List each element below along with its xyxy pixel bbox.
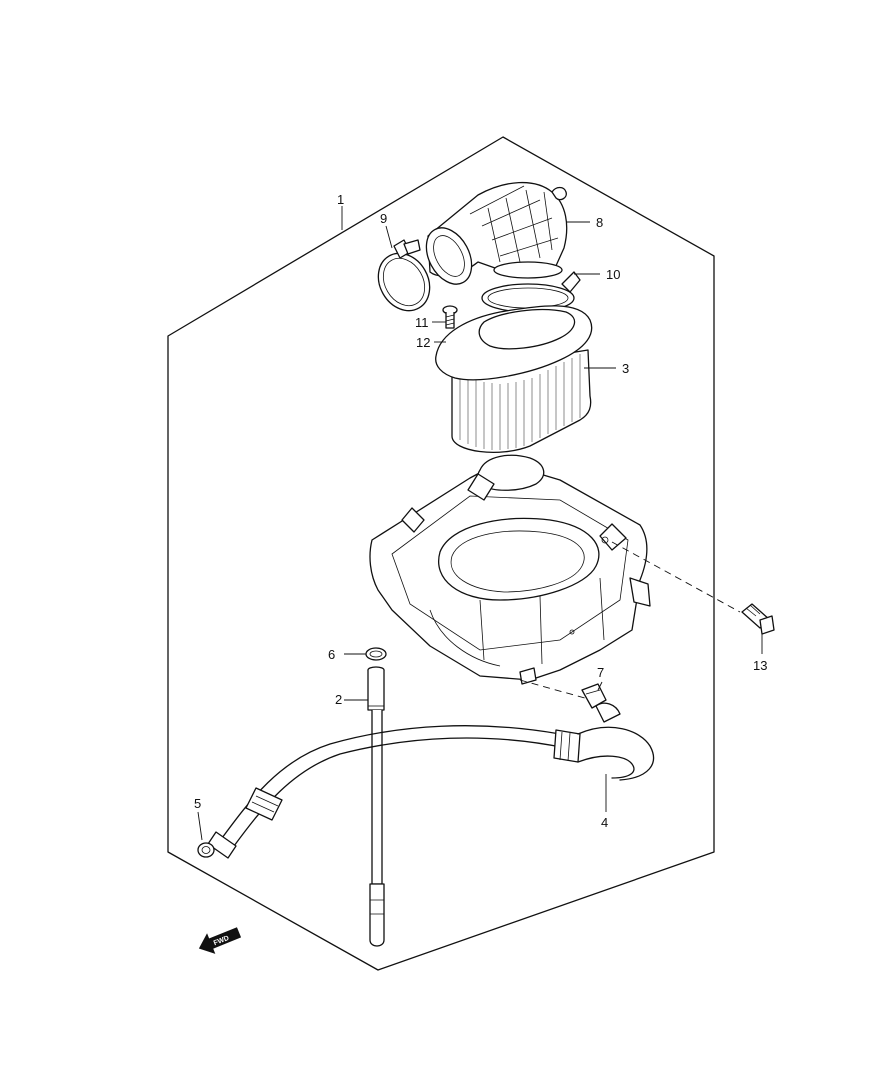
leader-7 — [597, 681, 603, 691]
callout-10: 10 — [606, 267, 620, 282]
callout-2: 2 — [335, 692, 342, 707]
part-6-o-ring — [365, 647, 387, 661]
callout-6: 6 — [328, 647, 335, 662]
alignment-line-7 — [519, 679, 593, 701]
part-5-hose-clip — [197, 842, 215, 858]
callout-7: 7 — [597, 665, 604, 680]
part-13-bolt — [741, 603, 775, 635]
leader-9 — [385, 225, 393, 249]
part-9-hose-clamp — [377, 239, 431, 312]
air-cleaner-case — [369, 454, 651, 685]
callout-8: 8 — [596, 215, 603, 230]
callout-5: 5 — [194, 796, 201, 811]
part-8-intake-duct — [425, 181, 568, 285]
callout-12: 12 — [416, 335, 430, 350]
part-2-drain-tube — [367, 666, 385, 947]
leader-5 — [197, 811, 203, 841]
part-3-air-filter — [435, 305, 593, 453]
part-7-clip — [581, 683, 607, 709]
callout-1: 1 — [337, 192, 344, 207]
assembly-frame — [167, 136, 715, 971]
part-4-drain-hose — [207, 702, 655, 859]
part-10-clamp-ring — [481, 271, 581, 313]
callout-4: 4 — [601, 815, 608, 830]
callout-13: 13 — [753, 658, 767, 673]
callout-9: 9 — [380, 211, 387, 226]
callout-11: 11 — [415, 315, 429, 330]
alignment-line-13 — [611, 541, 741, 613]
fwd-arrow-icon: FWD — [198, 927, 242, 954]
callout-3: 3 — [622, 361, 629, 376]
part-11-screw — [442, 305, 458, 329]
